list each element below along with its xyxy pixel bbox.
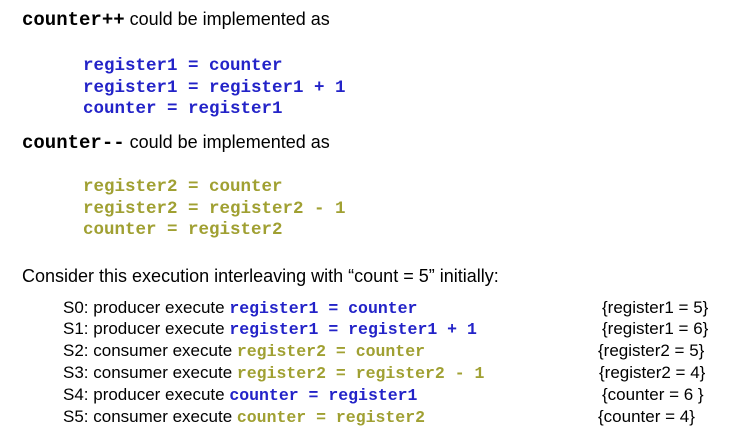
interleaving-intro: Consider this execution interleaving wit… — [22, 266, 499, 286]
step-code: counter = register2 — [236, 408, 426, 427]
step-state-s0: {register1 = 5} — [602, 298, 709, 317]
step-code: register1 = register1 + 1 — [229, 320, 477, 339]
step-row-s1: S1: producer execute register1 = registe… — [63, 320, 477, 339]
step-label: S5: consumer execute — [63, 407, 237, 426]
decrement-op: counter-- — [22, 132, 125, 154]
step-label: S0: producer execute — [63, 298, 230, 317]
increment-op: counter++ — [22, 9, 125, 31]
step-state-s5: {counter = 4} — [598, 407, 695, 426]
decrement-text: could be implemented as — [124, 132, 330, 152]
step-label: S1: producer execute — [63, 319, 230, 338]
decrement-heading: counter-- could be implemented as — [22, 133, 330, 153]
step-row-s2: S2: consumer execute register2 = counter — [63, 342, 425, 361]
decrement-code-line-3: counter = register2 — [83, 220, 283, 240]
step-label: S2: consumer execute — [63, 341, 237, 360]
step-state-s4: {counter = 6 } — [602, 385, 704, 404]
step-code: register2 = counter — [236, 342, 426, 361]
decrement-code-line-2: register2 = register2 - 1 — [83, 199, 346, 219]
increment-text: could be implemented as — [124, 9, 330, 29]
increment-code-line-2: register1 = register1 + 1 — [83, 78, 346, 98]
step-code: counter = register1 — [229, 386, 418, 405]
step-state-s3: {register2 = 4} — [599, 363, 706, 382]
step-label: S3: consumer execute — [63, 363, 237, 382]
step-row-s3: S3: consumer execute register2 = registe… — [63, 364, 484, 383]
step-row-s5: S5: consumer execute counter = register2 — [63, 408, 425, 427]
increment-heading: counter++ could be implemented as — [22, 10, 330, 30]
step-row-s0: S0: producer execute register1 = counter — [63, 299, 417, 318]
step-code: register1 = counter — [229, 299, 418, 318]
step-state-s1: {register1 = 6} — [602, 319, 709, 338]
step-label: S4: producer execute — [63, 385, 230, 404]
increment-code-line-1: register1 = counter — [83, 56, 283, 76]
step-state-s2: {register2 = 5} — [598, 341, 705, 360]
decrement-code-line-1: register2 = counter — [83, 177, 283, 197]
increment-code-line-3: counter = register1 — [83, 99, 283, 119]
step-row-s4: S4: producer execute counter = register1 — [63, 386, 417, 405]
step-code: register2 = register2 - 1 — [236, 364, 485, 383]
